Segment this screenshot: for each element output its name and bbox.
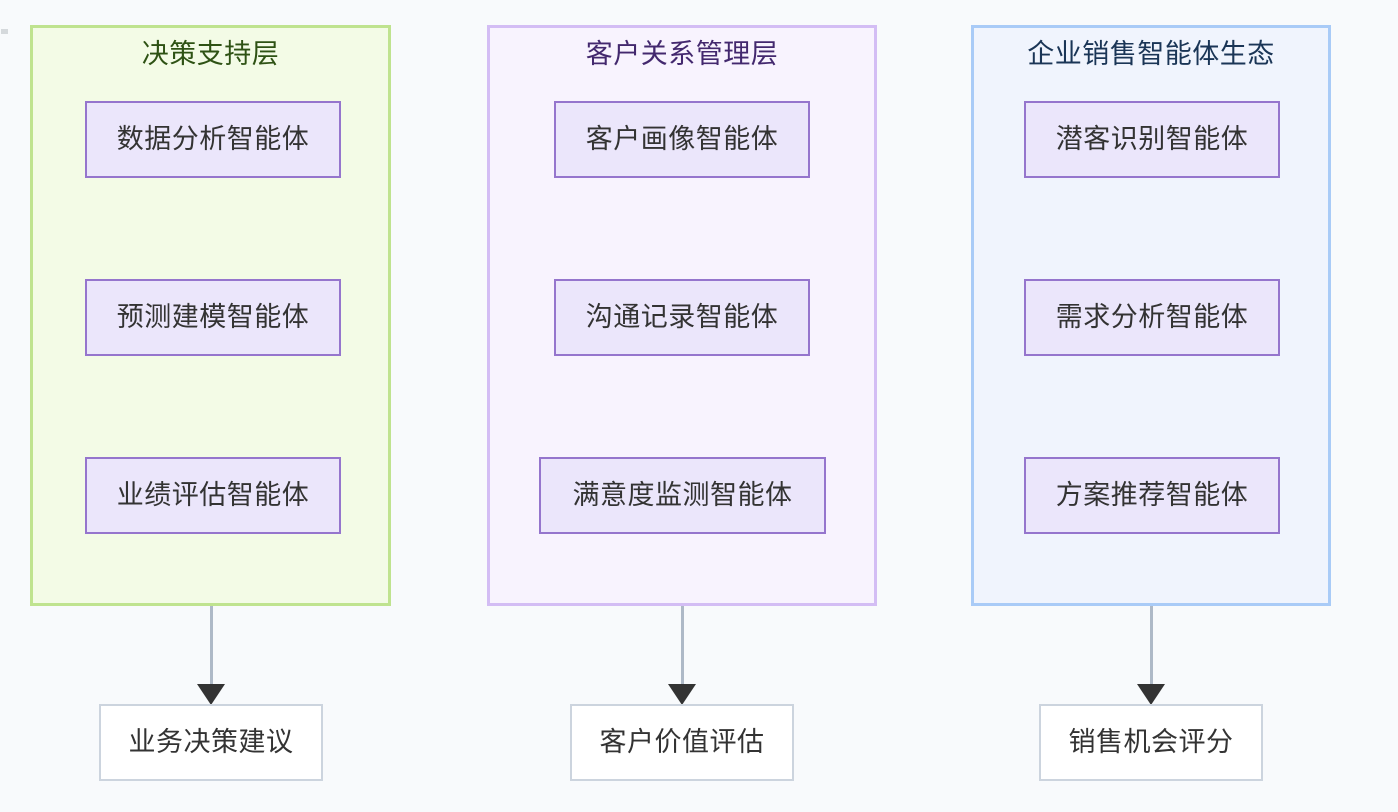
node-label: 数据分析智能体 [116, 124, 310, 154]
node-label: 预测建模智能体 [116, 302, 310, 332]
node-label: 客户画像智能体 [585, 124, 779, 154]
edge-line-ecosystem-to-sales-opportunity-score [1150, 606, 1153, 688]
node-customer-profile-agent[interactable]: 客户画像智能体 [554, 101, 810, 178]
output-node-label: 客户价值评估 [599, 727, 765, 757]
node-performance-evaluation-agent[interactable]: 业绩评估智能体 [85, 457, 341, 534]
node-solution-recommendation-agent[interactable]: 方案推荐智能体 [1024, 457, 1280, 534]
cluster-title-enterprise-sales-agent-ecosystem: 企业销售智能体生态 [1027, 39, 1275, 69]
output-node-business-decision-advice[interactable]: 业务决策建议 [99, 704, 323, 781]
node-label: 潜客识别智能体 [1055, 124, 1249, 154]
cluster-title-customer-relationship-management-layer: 客户关系管理层 [585, 39, 779, 69]
node-data-analysis-agent[interactable]: 数据分析智能体 [85, 101, 341, 178]
edge-line-crm-to-customer-value-assessment [681, 606, 684, 688]
node-communication-record-agent[interactable]: 沟通记录智能体 [554, 279, 810, 356]
edge-line-decision-support-to-business-decision-advice [210, 606, 213, 688]
node-label: 业绩评估智能体 [116, 480, 310, 510]
node-label: 方案推荐智能体 [1055, 480, 1249, 510]
node-predictive-modeling-agent[interactable]: 预测建模智能体 [85, 279, 341, 356]
output-node-customer-value-assessment[interactable]: 客户价值评估 [570, 704, 794, 781]
node-lead-identification-agent[interactable]: 潜客识别智能体 [1024, 101, 1280, 178]
node-label: 满意度监测智能体 [572, 480, 793, 510]
node-satisfaction-monitoring-agent[interactable]: 满意度监测智能体 [539, 457, 826, 534]
node-label: 沟通记录智能体 [585, 302, 779, 332]
edge-arrowhead-ecosystem-to-sales-opportunity-score [1137, 684, 1165, 705]
output-node-sales-opportunity-score[interactable]: 销售机会评分 [1039, 704, 1263, 781]
node-label: 需求分析智能体 [1055, 302, 1249, 332]
output-node-label: 销售机会评分 [1068, 727, 1234, 757]
cluster-title-decision-support-layer: 决策支持层 [141, 39, 280, 69]
canvas-artifact-dot [1, 29, 8, 34]
output-node-label: 业务决策建议 [128, 727, 294, 757]
edge-arrowhead-crm-to-customer-value-assessment [668, 684, 696, 705]
node-requirement-analysis-agent[interactable]: 需求分析智能体 [1024, 279, 1280, 356]
edge-arrowhead-decision-support-to-business-decision-advice [197, 684, 225, 705]
